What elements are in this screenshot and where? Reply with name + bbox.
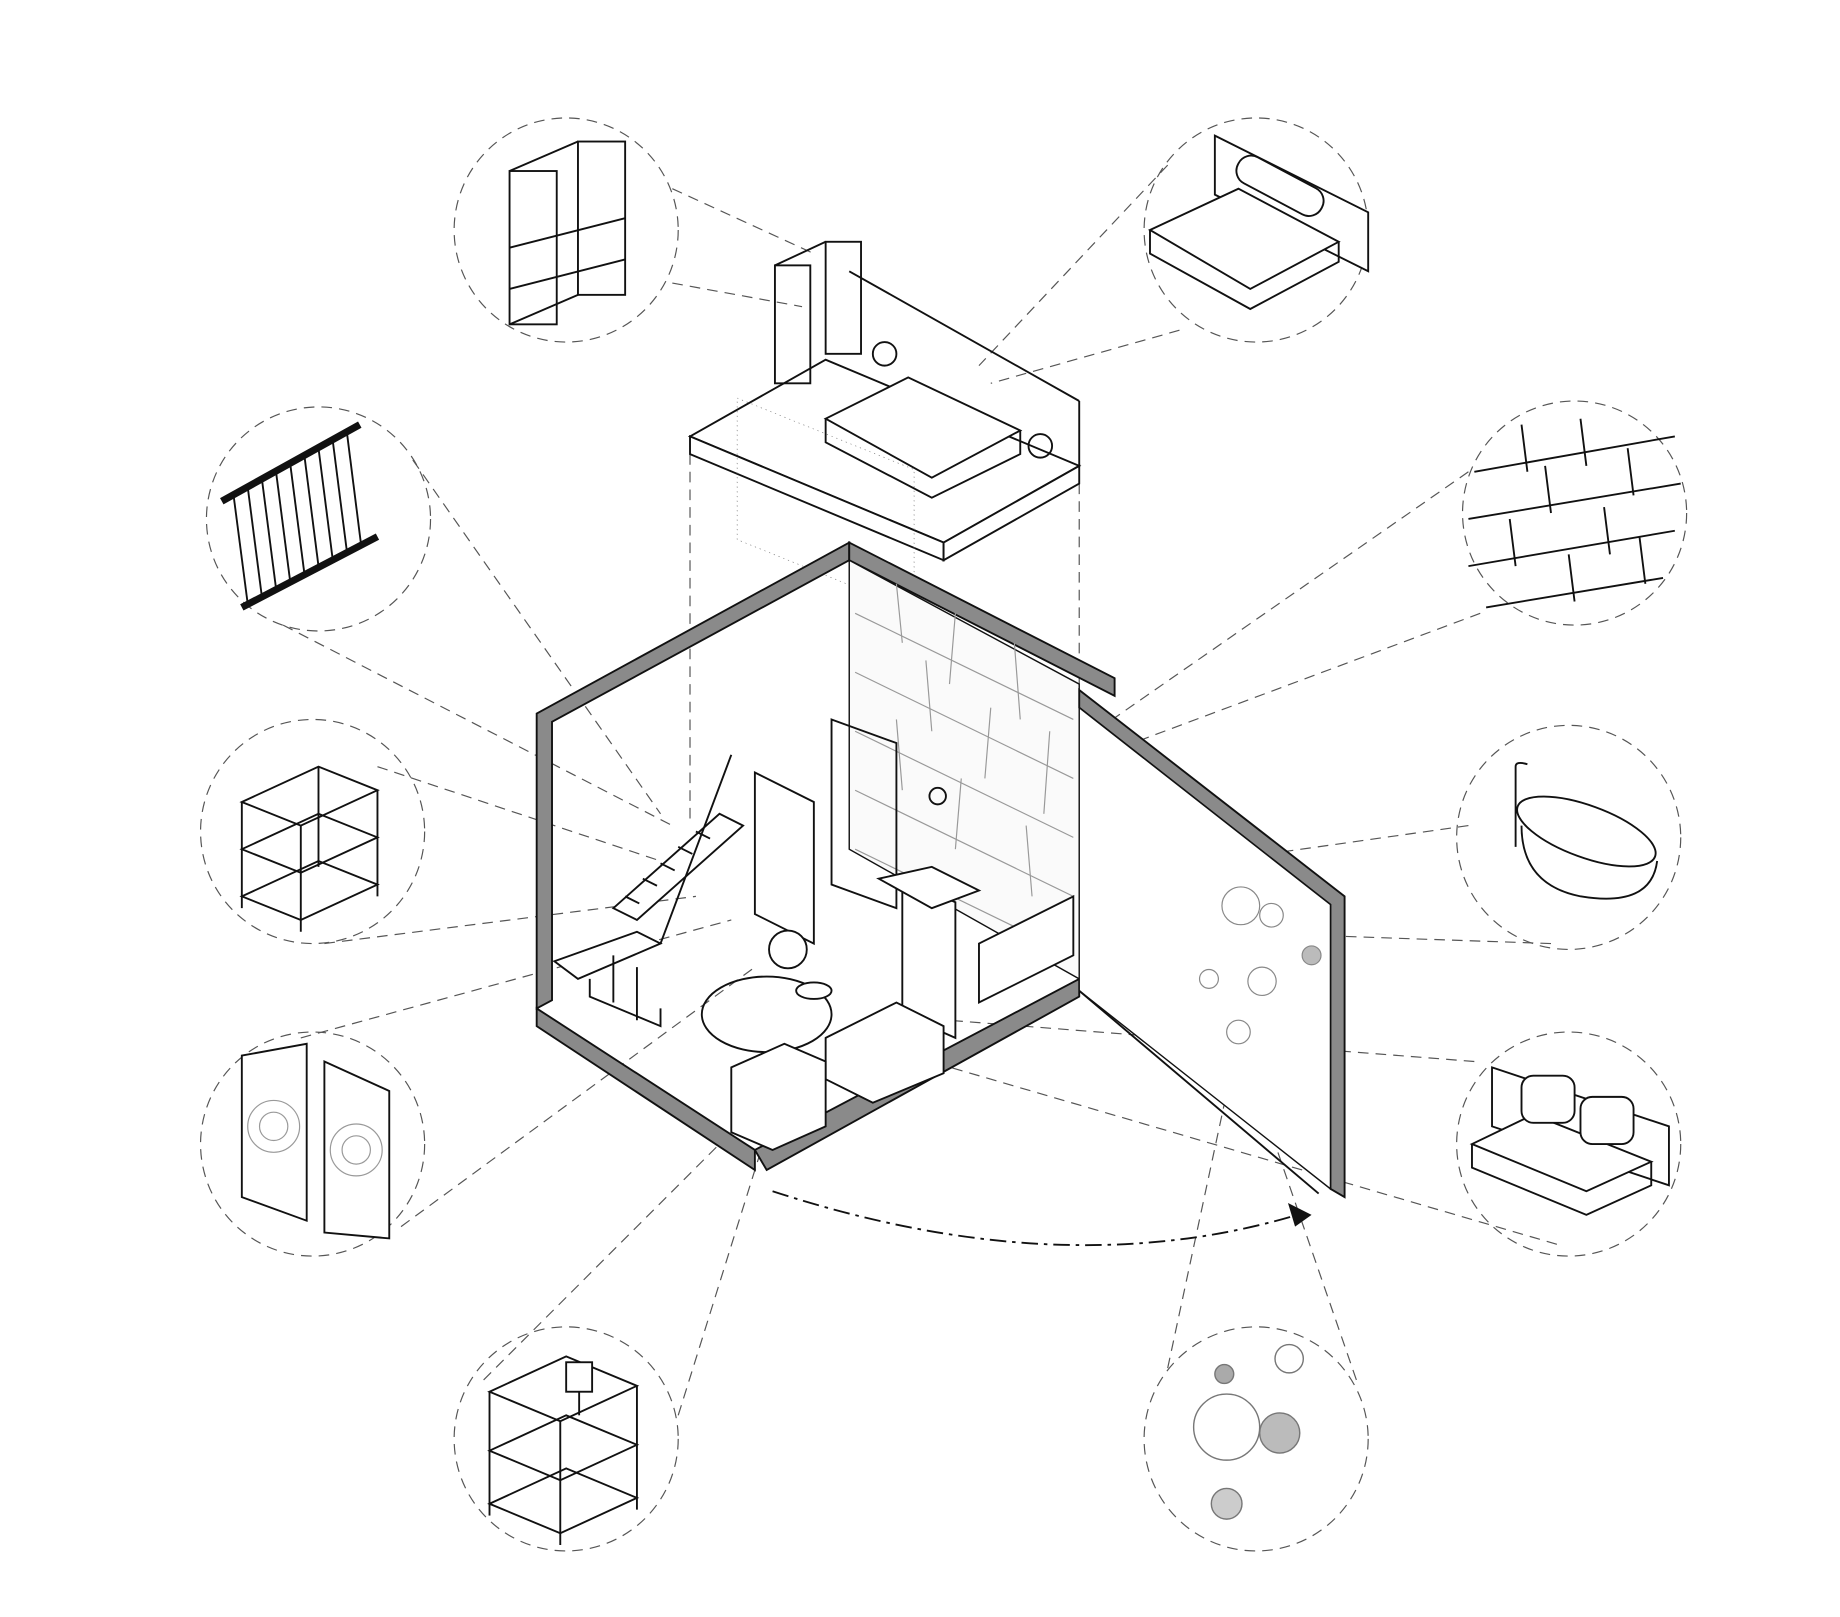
callout-sofa (1456, 1031, 1682, 1257)
callout-wall-discs (1143, 1326, 1369, 1552)
shelf-ladder-icon (508, 140, 627, 326)
cart-with-lamp-icon (487, 1355, 640, 1546)
callout-bed (1143, 117, 1370, 343)
loft-platform (687, 240, 1082, 612)
sofa-icon (1469, 1066, 1670, 1216)
stone-wall-icon (1468, 418, 1681, 609)
callout-bathtub (1456, 724, 1682, 951)
open-shelf-icon (239, 765, 380, 932)
railing-icon (220, 421, 380, 611)
stone-wall-texture (854, 583, 1074, 956)
callout-stone-wall (1461, 400, 1688, 626)
callout-circles (199, 117, 1688, 1552)
callout-ornamental-panels (199, 1031, 426, 1257)
interior-furniture (700, 718, 1075, 1151)
callout-cart-with-lamp (453, 1326, 679, 1552)
callout-railing (205, 406, 432, 632)
loft-bed (823, 341, 1054, 499)
loft-shelf (773, 240, 862, 385)
staircase (552, 754, 745, 1028)
room-cutaway (535, 540, 1346, 1247)
wall-discs-icon (1192, 1343, 1305, 1520)
bathtub-icon (1514, 762, 1659, 900)
callout-shelf-ladder (453, 117, 679, 343)
ornamental-panels-icon (240, 1042, 391, 1240)
door-wall-discs (1198, 886, 1322, 1045)
door-swing-arrow (772, 1190, 1298, 1247)
bed-icon (1147, 134, 1370, 311)
callout-open-shelf (199, 718, 426, 945)
